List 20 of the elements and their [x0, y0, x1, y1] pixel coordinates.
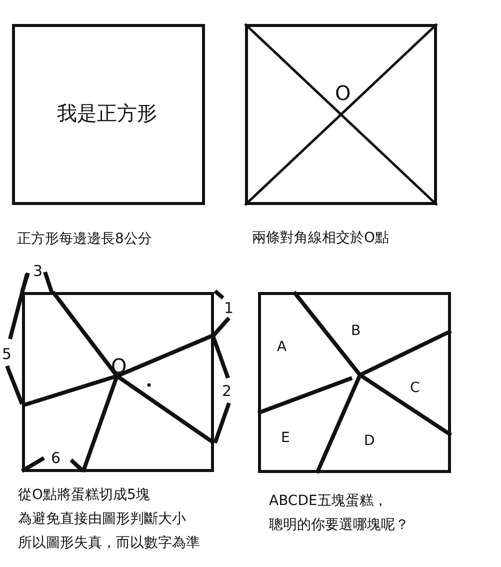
piece-letter: B — [351, 324, 361, 338]
piece-letter: E — [281, 431, 290, 445]
measure-number: 5 — [2, 347, 12, 362]
measure-number: 1 — [224, 301, 234, 316]
caption-text: 正方形每邊邊長8公分 — [17, 232, 152, 246]
square-outline — [12, 24, 205, 205]
caption-text: 為避免直接由圖形判斷大小 — [18, 512, 186, 526]
piece-letter: D — [364, 434, 375, 448]
caption-text: 從O點將蛋糕切成5塊 — [18, 488, 150, 502]
point-label: O — [335, 83, 351, 103]
piece-letter: C — [410, 381, 420, 395]
square-label: 我是正方形 — [57, 103, 157, 123]
caption-text: 兩條對角線相交於O點 — [252, 231, 390, 245]
measure-number: 6 — [51, 451, 61, 466]
measure-number: 3 — [33, 264, 43, 279]
measure-number: 2 — [222, 384, 232, 399]
piece-letter: A — [277, 340, 287, 354]
caption-text: 所以圖形失真，而以數字為準 — [18, 536, 200, 550]
caption-text: ABCDE五塊蛋糕， — [269, 494, 388, 508]
caption-text: 聰明的你要選哪塊呢？ — [269, 518, 409, 532]
